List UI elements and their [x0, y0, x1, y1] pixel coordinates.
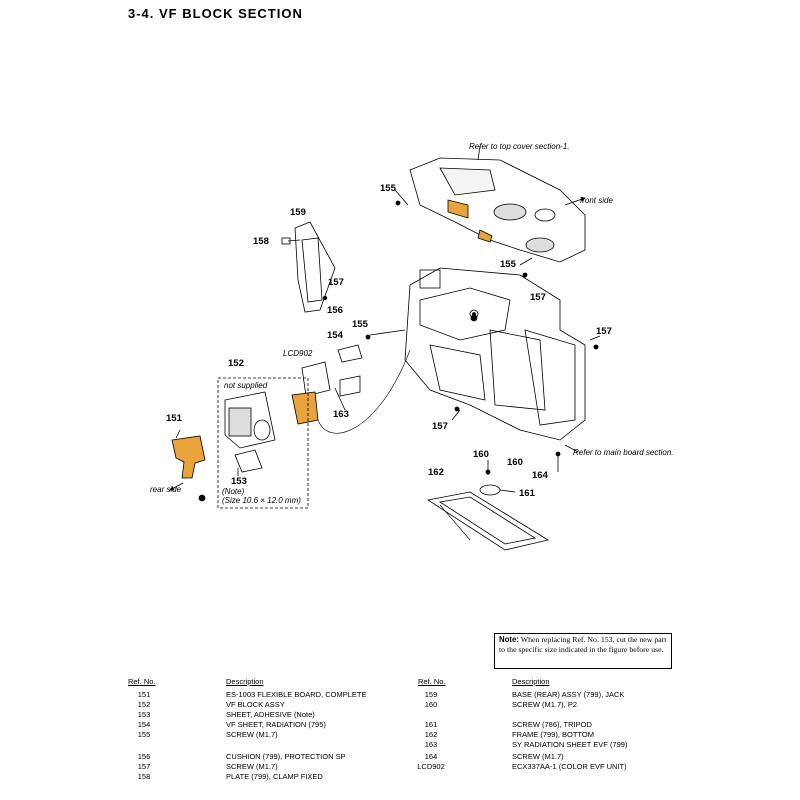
- part-ref: 158: [137, 772, 151, 781]
- callout-164: 164: [532, 470, 548, 481]
- callout-155: 155: [500, 259, 516, 270]
- callout-157: 157: [328, 277, 344, 288]
- part-desc: ECX337AA-1 (COLOR EVF UNIT): [512, 762, 627, 771]
- desc-header-left: Description: [226, 677, 264, 686]
- part-desc: BASE (REAR) ASSY (799), JACK: [512, 690, 625, 699]
- part-ref: LCD902: [417, 762, 445, 771]
- part-ref: 153: [137, 710, 151, 719]
- part-ref: 159: [424, 690, 438, 699]
- callout-163: 163: [333, 409, 349, 420]
- chassis-part: [404, 267, 586, 441]
- vf-sheet-part: [337, 344, 363, 363]
- callout-158: 158: [253, 236, 269, 247]
- radiation-sheet-part: [339, 375, 361, 397]
- section-title: 3-4. VF BLOCK SECTION: [128, 6, 303, 21]
- part-desc: SCREW (M1.7): [512, 752, 564, 761]
- callout-154: 154: [327, 330, 343, 341]
- callout-157: 157: [596, 326, 612, 337]
- part-ref: 152: [137, 700, 151, 709]
- part-desc: SCREW (786), TRIPOD: [512, 720, 592, 729]
- part-ref: 154: [137, 720, 151, 729]
- part-desc: ES-1003 FLEXIBLE BOARD, COMPLETE: [226, 690, 367, 699]
- annotation-size: (Size 10.6 × 12.0 mm): [222, 496, 301, 505]
- base-rear-assy-part: [281, 221, 336, 313]
- vf-block-part: [224, 391, 276, 449]
- callout-152: 152: [228, 358, 244, 369]
- part-ref: 156: [137, 752, 151, 761]
- part-ref: 164: [424, 752, 438, 761]
- callout-157: 157: [432, 421, 448, 432]
- part-ref: 157: [137, 762, 151, 771]
- callout-160: 160: [507, 457, 523, 468]
- callout-160: 160: [473, 449, 489, 460]
- not-supplied-box: [217, 377, 309, 509]
- ref-header-right: Ref. No.: [418, 677, 446, 686]
- part-ref: 163: [424, 740, 438, 749]
- part-desc: FRAME (799), BOTTOM: [512, 730, 594, 739]
- callout-159: 159: [290, 207, 306, 218]
- annotation-front-side: front side: [580, 196, 613, 205]
- callout-156: 156: [327, 305, 343, 316]
- lcd902-part: [291, 361, 331, 425]
- annotation-note: (Note): [222, 487, 245, 496]
- parts-list: Ref. No. Description Ref. No. Descriptio…: [0, 677, 800, 797]
- note-label: Note:: [499, 635, 519, 644]
- part-desc: SCREW (M1.7): [226, 730, 278, 739]
- callout-161: 161: [519, 488, 535, 499]
- note-text: When replacing Ref. No. 153, cut the new…: [499, 635, 667, 654]
- callout-157: 157: [530, 292, 546, 303]
- annotation-not-supplied: not supplied: [224, 381, 268, 390]
- callout-155: 155: [352, 319, 368, 330]
- annotation-main-board: Refer to main board section.: [573, 448, 674, 457]
- part-desc: VF BLOCK ASSY: [226, 700, 285, 709]
- part-ref: 151: [137, 690, 151, 699]
- callout-151: 151: [166, 413, 182, 424]
- part-desc: SCREW (M1.7), P2: [512, 700, 578, 709]
- part-desc: VF SHEET, RADIATION (795): [226, 720, 326, 729]
- desc-header-right: Description: [512, 677, 550, 686]
- ref-header-left: Ref. No.: [128, 677, 156, 686]
- callout-lcd902: LCD902: [283, 349, 313, 358]
- part-desc: SY RADIATION SHEET EVF (799): [512, 740, 628, 749]
- part-ref: 161: [424, 720, 438, 729]
- callout-153: 153: [231, 476, 247, 487]
- adhesive-sheet-part: [234, 449, 263, 473]
- exploded-diagram: [169, 145, 601, 551]
- part-ref: 162: [424, 730, 438, 739]
- bottom-frame-part: [426, 484, 550, 551]
- annotation-rear-side: rear side: [150, 485, 182, 494]
- flex-board-part: [171, 435, 206, 479]
- annotation-top-cover: Refer to top cover section-1.: [469, 142, 570, 151]
- part-desc: SHEET, ADHESIVE (Note): [226, 710, 315, 719]
- top-cover-part: [409, 157, 586, 263]
- part-ref: 160: [424, 700, 438, 709]
- note-box: Note: When replacing Ref. No. 153, cut t…: [494, 633, 672, 669]
- callout-155: 155: [380, 183, 396, 194]
- part-ref: 155: [137, 730, 151, 739]
- part-desc: CUSHION (799), PROTECTION SP: [226, 752, 346, 761]
- part-desc: SCREW (M1.7): [226, 762, 278, 771]
- callout-162: 162: [428, 467, 444, 478]
- part-desc: PLATE (799), CLAMP FIXED: [226, 772, 323, 781]
